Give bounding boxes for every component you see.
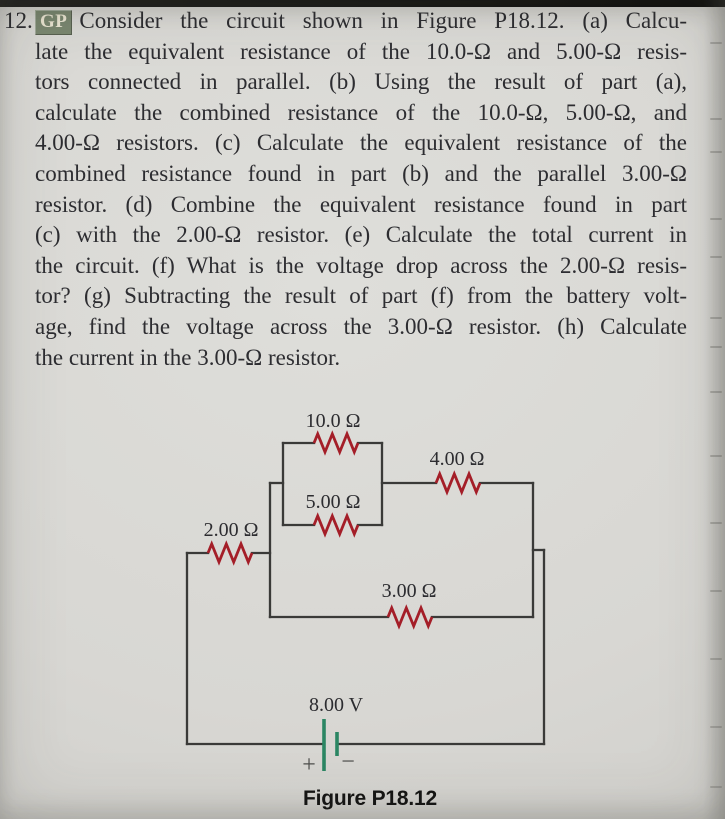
- page-edge-tick: [710, 317, 722, 319]
- page-edge-tick: [710, 118, 722, 120]
- resistor-5ohm: [312, 512, 360, 538]
- gp-badge: GP: [35, 10, 73, 35]
- problem-text: Consider the circuit shown in Figure P18…: [79, 8, 687, 33]
- page-edge-tick: [710, 218, 722, 220]
- battery-voltage-label: 8.00 V: [309, 694, 364, 716]
- problem-text-line: the current in the 3.00-Ω resistor.: [35, 344, 341, 370]
- resistor-3ohm: [386, 604, 434, 630]
- battery-symbol: [322, 719, 339, 771]
- circuit-wires: [185, 441, 546, 746]
- resistor-4ohm-label: 4.00 Ω: [430, 448, 485, 470]
- page-edge-tick: [710, 346, 722, 348]
- resistor-5ohm-label: 5.00 Ω: [306, 491, 361, 513]
- page-edge-tick: [710, 256, 722, 258]
- page-edge-tick: [710, 455, 722, 457]
- resistor-2ohm: [206, 540, 254, 566]
- resistor-10ohm: [312, 430, 360, 456]
- problem-text-line: late the equivalent resistance of the 10…: [35, 38, 687, 64]
- problem-text-line: calculate the combined resistance of the…: [35, 99, 687, 125]
- problem-number: 12.: [4, 8, 33, 33]
- resistor-3ohm-label: 3.00 Ω: [382, 580, 437, 602]
- resistor-2ohm-label: 2.00 Ω: [204, 519, 259, 541]
- page-edge-tick: [710, 391, 722, 393]
- battery-minus-sign: −: [341, 749, 355, 775]
- book-page-edge-strip: [703, 0, 725, 819]
- figure-caption: Figure P18.12: [303, 787, 437, 810]
- page-edge-tick: [710, 151, 722, 153]
- battery-plus-sign: +: [302, 752, 316, 778]
- problem-text-line: tor? (g) Subtracting the result of part …: [35, 283, 687, 309]
- page-edge-tick: [710, 726, 722, 728]
- resistor-4ohm: [434, 470, 482, 496]
- problem-text-line: tors connected in parallel. (b) Using th…: [35, 69, 687, 95]
- page-edge-tick: [710, 786, 722, 788]
- problem-text-line: 4.00-Ω resistors. (c) Calculate the equi…: [35, 130, 687, 156]
- resistor-10ohm-label: 10.0 Ω: [306, 410, 361, 432]
- page-edge-tick: [710, 42, 722, 44]
- page-edge-tick: [710, 590, 722, 592]
- problem-text-line: age, find the voltage across the 3.00-Ω …: [35, 313, 687, 339]
- page-edge-tick: [710, 658, 722, 660]
- problem-text-line: (c) with the 2.00-Ω resistor. (e) Calcul…: [35, 222, 687, 248]
- page-top-edge: [0, 0, 725, 7]
- problem-text-line: resistor. (d) Combine the equivalent res…: [35, 191, 687, 217]
- page-edge-tick: [710, 522, 722, 524]
- resistors: [206, 430, 482, 630]
- problem-text-line: the circuit. (f) What is the voltage dro…: [35, 252, 687, 278]
- problem-text-line: combined resistance found in part (b) an…: [35, 160, 687, 186]
